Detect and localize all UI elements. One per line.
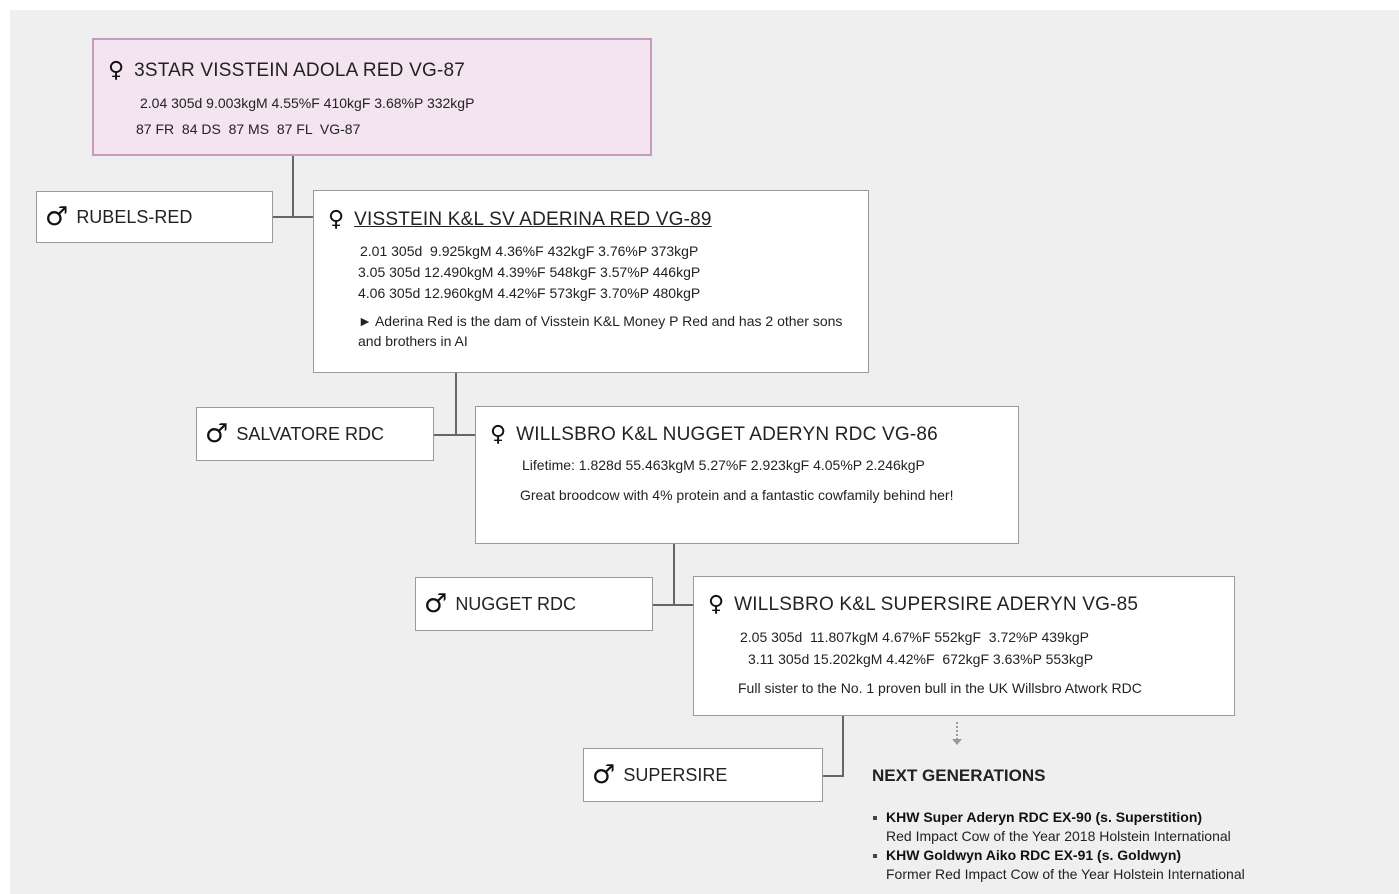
classification-record: 87 FR 84 DS 87 MS 87 FL VG-87 [136,121,361,137]
production-record: 3.05 305d 12.490kgM 4.39%F 548kgF 3.57%P… [358,264,701,280]
production-record: 2.04 305d 9.003kgM 4.55%F 410kgF 3.68%P … [140,95,475,111]
connector-line [292,156,294,216]
next-generations-title: NEXT GENERATIONS [872,766,1046,785]
dam-card-adola[interactable]: ♀ 3STAR VISSTEIN ADOLA RED VG-87 2.04 30… [92,38,652,156]
dam-card-aderina[interactable]: ♀ VISSTEIN K&L SV ADERINA RED VG-89 2.01… [313,190,869,373]
bullet-icon [873,816,877,820]
dam-note: ► Aderina Red is the dam of Visstein K&L… [358,313,843,349]
connector-line [433,434,476,436]
female-icon: ♀ [708,592,725,617]
male-icon: ♂ [205,419,229,449]
connector-line [822,775,844,777]
male-icon: ♂ [424,589,448,619]
lifetime-record: Lifetime: 1.828d 55.463kgM 5.27%F 2.923k… [522,457,925,473]
dam-card-supersire-aderyn[interactable]: ♀ WILLSBRO K&L SUPERSIRE ADERYN VG-85 2.… [693,576,1235,716]
male-icon: ♂ [592,760,616,790]
production-record: 3.11 305d 15.202kgM 4.42%F 672kgF 3.63%P… [748,651,1094,667]
descendant-title[interactable]: KHW Super Aderyn RDC EX-90 (s. Superstit… [886,809,1203,825]
male-icon: ♂ [45,202,69,232]
list-item: KHW Super Aderyn RDC EX-90 (s. Superstit… [872,808,1372,846]
sire-card-supersire[interactable]: ♂ SUPERSIRE [583,748,823,802]
sire-card-rubels-red[interactable]: ♂ RUBELS-RED [36,191,273,243]
dam-card-nugget-aderyn[interactable]: ♀ WILLSBRO K&L NUGGET ADERYN RDC VG-86 L… [475,406,1019,544]
connector-line [842,716,844,776]
arrow-down-icon [952,739,962,745]
production-record: 2.05 305d 11.807kgM 4.67%F 552kgF 3.72%P… [740,629,1089,645]
descendant-desc: Red Impact Cow of the Year 2018 Holstein… [886,828,1231,844]
dotted-connector [956,722,958,740]
connector-line [272,216,314,218]
production-record: 2.01 305d 9.925kgM 4.36%F 432kgF 3.76%P … [360,243,699,259]
sire-name: SALVATORE RDC [236,423,385,444]
female-icon: ♀ [108,58,125,83]
list-item: KHW Goldwyn Aiko RDC EX-91 (s. Goldwyn) … [872,846,1372,884]
sire-name: RUBELS-RED [76,206,193,227]
female-icon: ♀ [328,207,345,232]
sire-name: NUGGET RDC [455,593,576,614]
next-generations-list: KHW Super Aderyn RDC EX-90 (s. Superstit… [872,808,1372,884]
dam-name-link[interactable]: VISSTEIN K&L SV ADERINA RED VG-89 [354,209,712,230]
bullet-icon [873,854,877,858]
sire-name: SUPERSIRE [623,764,728,785]
descendant-title[interactable]: KHW Goldwyn Aiko RDC EX-91 (s. Goldwyn) [886,847,1182,863]
connector-line [455,373,457,435]
descendant-desc: Former Red Impact Cow of the Year Holste… [886,866,1245,882]
dam-note: Great broodcow with 4% protein and a fan… [520,487,954,503]
dam-name: WILLSBRO K&L SUPERSIRE ADERYN VG-85 [734,594,1139,615]
female-icon: ♀ [490,422,507,447]
sire-card-nugget-rdc[interactable]: ♂ NUGGET RDC [415,577,653,631]
connector-line [673,544,675,605]
sire-card-salvatore-rdc[interactable]: ♂ SALVATORE RDC [196,407,434,461]
dam-note: Full sister to the No. 1 proven bull in … [738,680,1142,696]
dam-name: WILLSBRO K&L NUGGET ADERYN RDC VG-86 [516,424,938,445]
dam-name: 3STAR VISSTEIN ADOLA RED VG-87 [134,60,465,81]
production-record: 4.06 305d 12.960kgM 4.42%F 573kgF 3.70%P… [358,285,701,301]
connector-line [652,604,694,606]
pedigree-canvas: ♀ 3STAR VISSTEIN ADOLA RED VG-87 2.04 30… [10,10,1399,894]
